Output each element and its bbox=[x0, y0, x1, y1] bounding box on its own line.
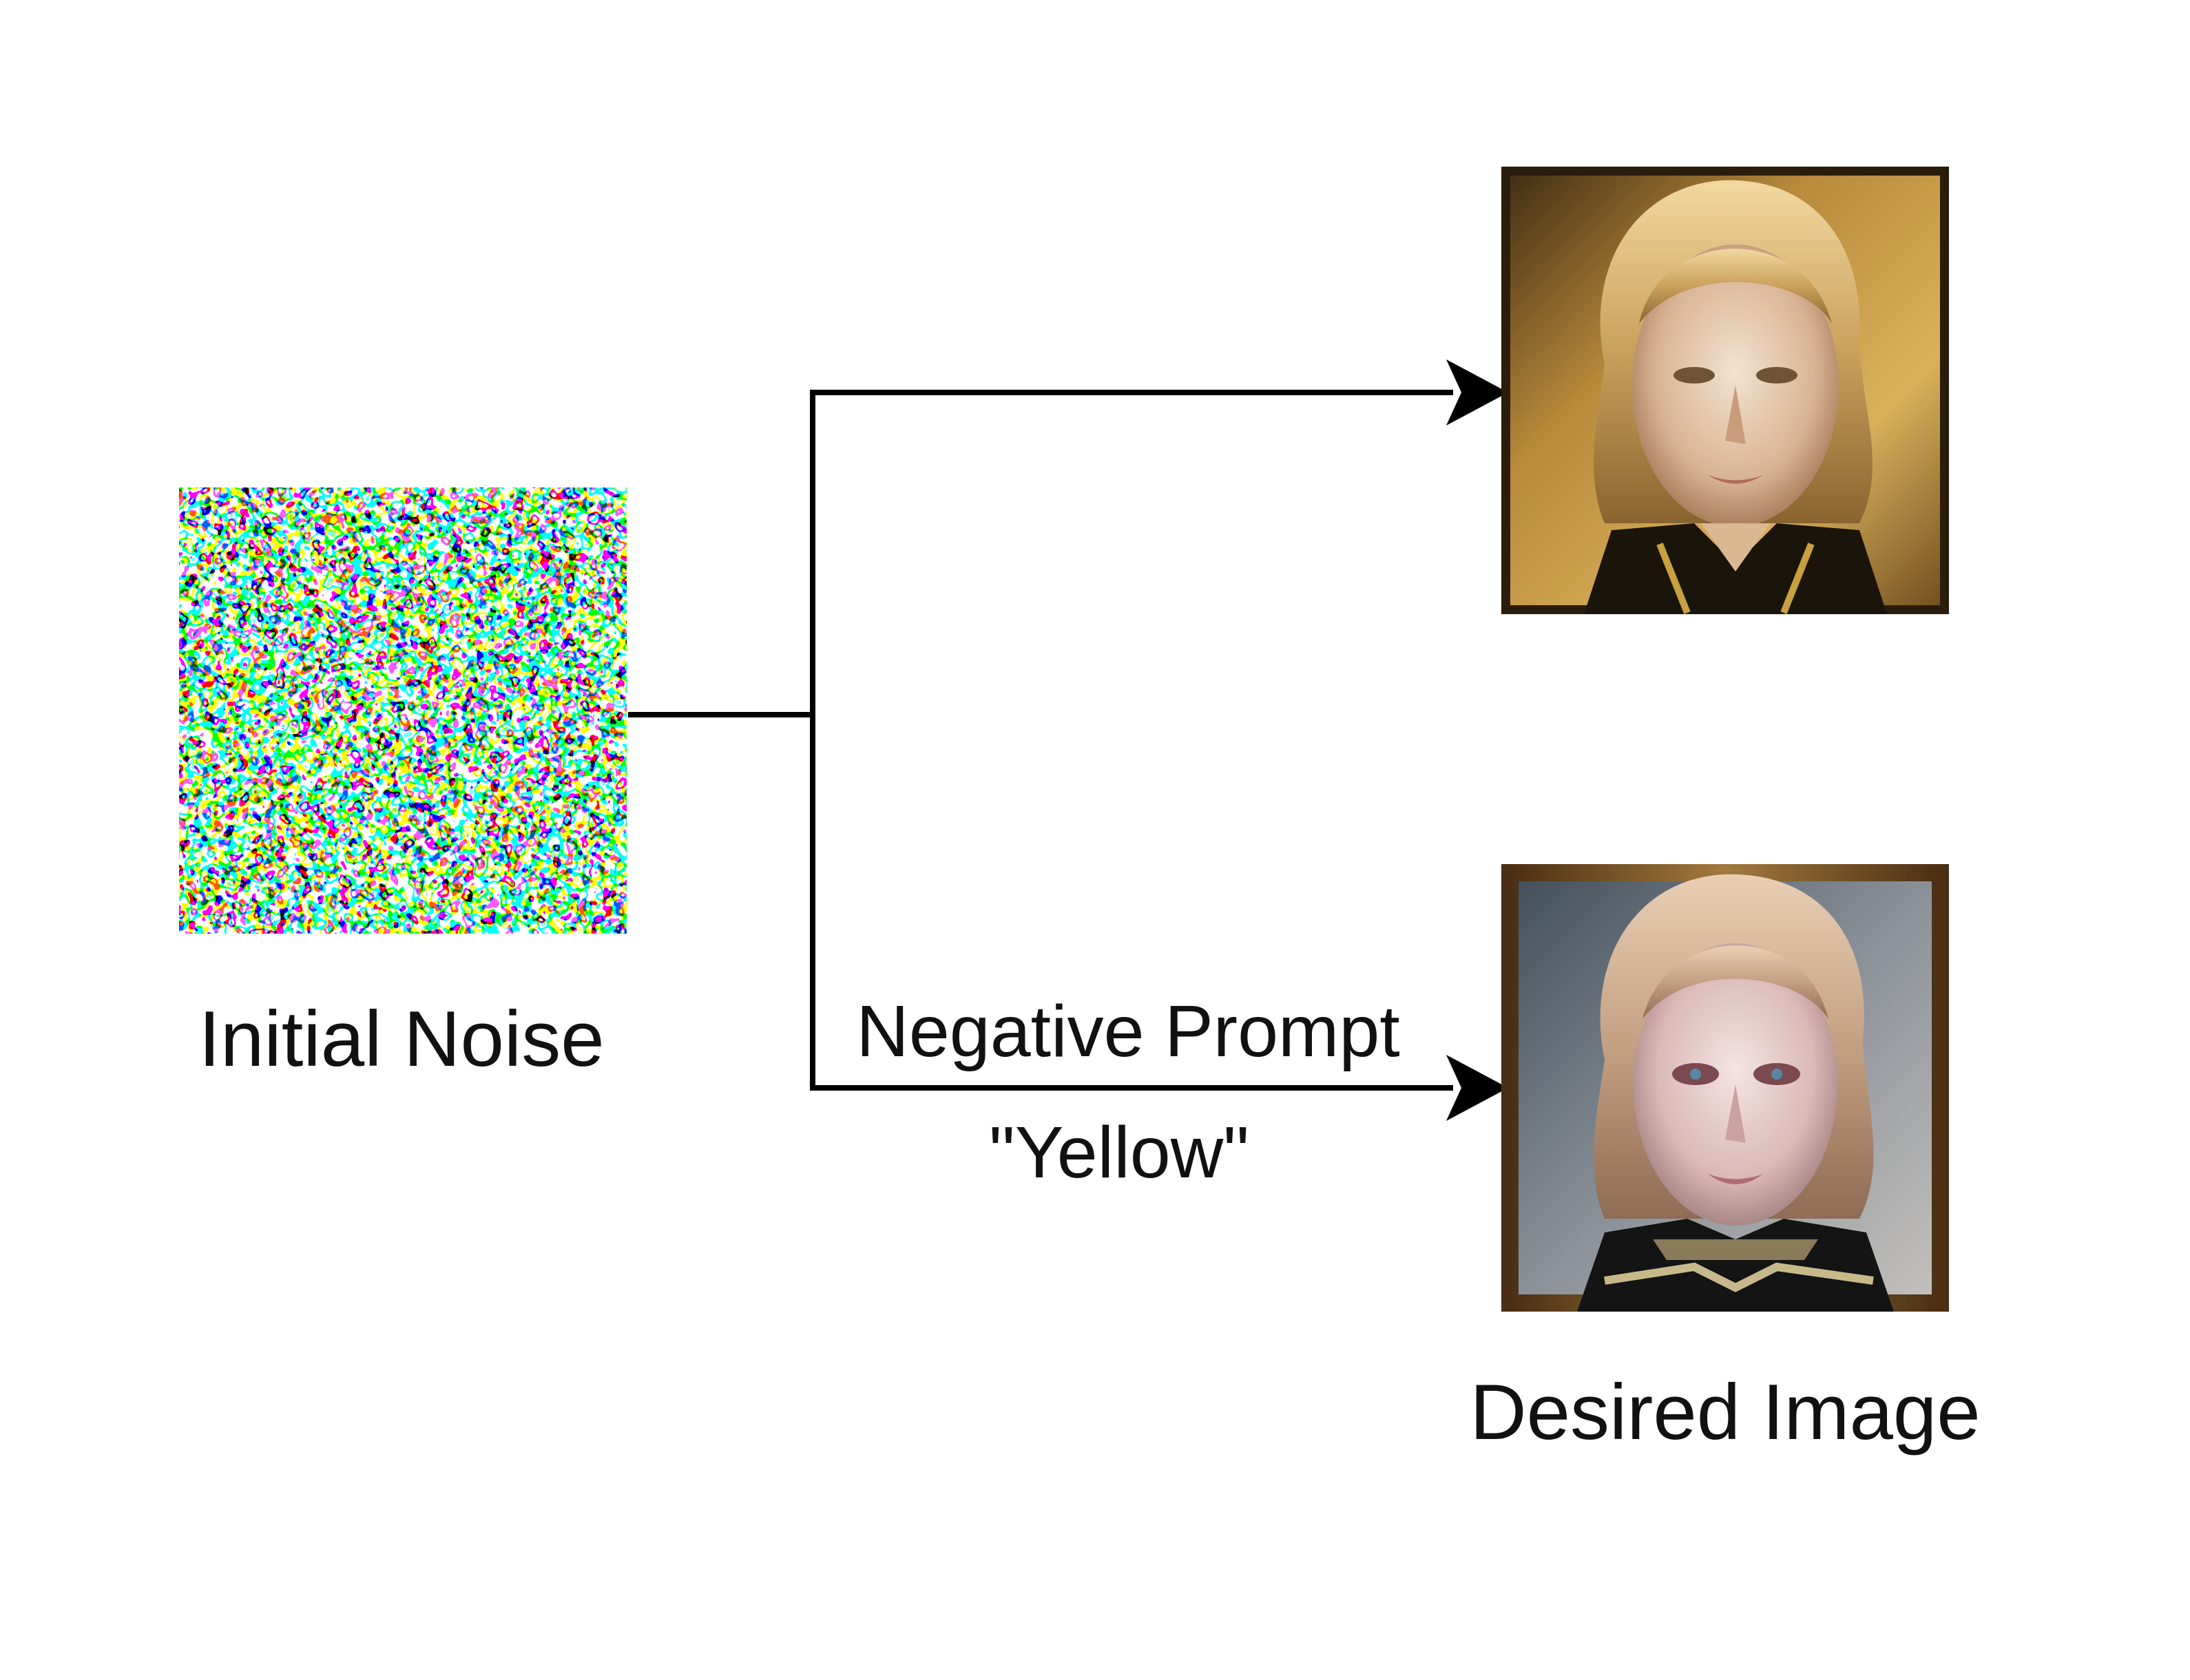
golden-portrait-image bbox=[1501, 167, 1949, 614]
diagram-labels: Initial Noise Negative Prompt "Yellow" D… bbox=[198, 991, 1980, 1456]
negative-prompt-value-label: "Yellow" bbox=[989, 1112, 1249, 1193]
bottom-arrowhead bbox=[1446, 1055, 1508, 1121]
portrait-without-yellow-image bbox=[1501, 864, 1949, 1312]
desired-image-label: Desired Image bbox=[1470, 1369, 1980, 1456]
connector-lines bbox=[628, 390, 1453, 1091]
negative-prompt-label: Negative Prompt bbox=[856, 991, 1399, 1072]
initial-noise-label: Initial Noise bbox=[198, 996, 604, 1083]
top-arrowhead bbox=[1446, 359, 1508, 426]
noise-image bbox=[179, 487, 627, 934]
